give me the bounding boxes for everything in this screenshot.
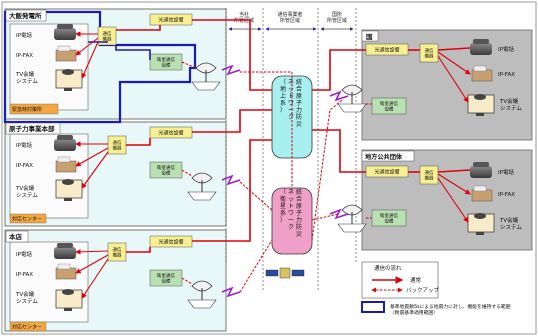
genshi-center-label: 対応センター — [12, 216, 42, 223]
ohi-room-label: 緊急時対策所 — [12, 106, 42, 113]
kuni-title: 国 — [366, 32, 373, 41]
honten-comm-device-label: 通信機器 — [113, 246, 122, 259]
kuni-ip-phone-label: IP電話 — [498, 45, 514, 53]
ohi-optical-label: 光通信設備 — [158, 17, 183, 24]
legend-backup-label: バックアップ — [406, 287, 440, 294]
tv-monitor-icon — [56, 289, 82, 311]
honten-ip-phone-label: IP電話 — [16, 250, 32, 258]
legend-normal-label: 通常 — [410, 276, 422, 284]
tv-monitor-icon — [468, 94, 494, 116]
chiho-ip-fax-label: IP-FAX — [498, 192, 515, 198]
honten-optical-label: 光通信設備 — [158, 239, 183, 246]
chiho-title: 地方公共団体 — [365, 153, 403, 161]
legend-title: 通信の流れ — [374, 264, 402, 272]
chiho-ip-phone-label: IP電話 — [498, 168, 514, 176]
ip-phone-icon — [470, 39, 492, 55]
ip-phone-icon — [54, 135, 76, 151]
tv-monitor-icon — [468, 213, 494, 235]
ip-phone-icon — [54, 24, 76, 40]
tv-monitor-icon — [56, 179, 82, 201]
chiho-comm-device-label: 通信機器 — [425, 169, 434, 182]
tv-monitor-icon — [56, 69, 82, 91]
ip-phone-icon — [54, 243, 76, 259]
ohi-title: 大飯発電所 — [9, 11, 42, 20]
zone-label-carrier: 通信事業者所管区域 — [277, 11, 302, 24]
genshi-comm-device-label: 通信機器 — [113, 139, 122, 152]
ohi-ip-phone-label: IP電話 — [16, 31, 32, 39]
chiho-optical-label: 光通信設備 — [374, 169, 399, 176]
ohi-ip-fax-label: IP-FAX — [16, 53, 33, 59]
genshi-optical-label: 光通信設備 — [158, 130, 183, 137]
honten-center-label: 対応センター — [12, 324, 42, 331]
kuni-comm-device-label: 通信機器 — [425, 47, 434, 60]
chiho-zone — [362, 150, 532, 250]
kuni-optical-label: 光通信設備 — [374, 47, 399, 54]
ip-phone-icon — [470, 162, 492, 178]
ohi-comm-device-label: 通信機器 — [103, 30, 112, 43]
kuni-ip-fax-label: IP-FAX — [498, 72, 515, 78]
genshi-ip-phone-label: IP電話 — [16, 141, 32, 149]
genshi-ip-fax-label: IP-FAX — [16, 163, 33, 169]
genshi-title: 原子力事業本部 — [9, 124, 55, 133]
honten-ip-fax-label: IP-FAX — [16, 272, 33, 278]
honten-title: 本店 — [9, 232, 23, 241]
